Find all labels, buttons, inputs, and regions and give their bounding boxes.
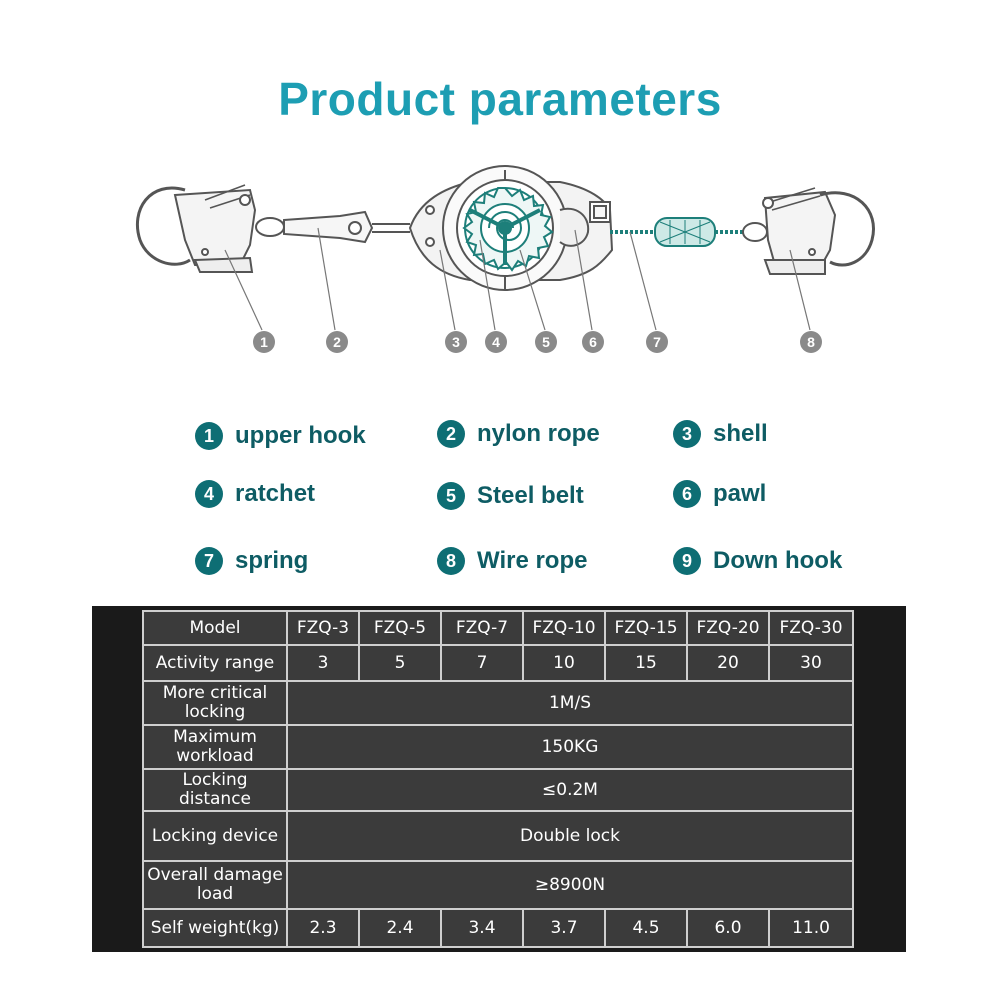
callout-3: 3: [445, 331, 467, 353]
legend-number: 7: [195, 547, 223, 575]
legend-number: 3: [673, 420, 701, 448]
row-label: Model: [142, 610, 288, 646]
legend-item: 9 Down hook: [673, 547, 842, 575]
row-label: More critical locking: [142, 680, 288, 726]
damage-value: ≥8900N: [286, 860, 854, 910]
range-cell: 15: [604, 644, 688, 682]
legend-item: 8 Wire rope: [437, 547, 587, 575]
callout-2: 2: [326, 331, 348, 353]
legend-item: 7 spring: [195, 547, 308, 575]
legend-label: ratchet: [235, 480, 316, 507]
fall-arrester-drawing: [135, 165, 875, 331]
weight-cell: 3.4: [440, 908, 524, 948]
legend-label: pawl: [713, 480, 767, 507]
model-cell: FZQ-20: [686, 610, 770, 646]
legend-number: 9: [673, 547, 701, 575]
model-cell: FZQ-15: [604, 610, 688, 646]
callout-8: 8: [800, 331, 822, 353]
weight-cell: 2.4: [358, 908, 442, 948]
callout-6: 6: [582, 331, 604, 353]
model-cell: FZQ-7: [440, 610, 524, 646]
table-row-range: Activity range 3 5 7 10 15 20 30: [142, 644, 854, 682]
row-label: Locking device: [142, 810, 288, 862]
table-row-speed: More critical locking 1M/S: [142, 680, 854, 726]
legend-number: 4: [195, 480, 223, 508]
range-cell: 7: [440, 644, 524, 682]
table-row-model: Model FZQ-3 FZQ-5 FZQ-7 FZQ-10 FZQ-15 FZ…: [142, 610, 854, 646]
spec-table: Model FZQ-3 FZQ-5 FZQ-7 FZQ-10 FZQ-15 FZ…: [142, 610, 854, 948]
table-row-distance: Locking distance ≤0.2M: [142, 768, 854, 812]
legend-item: 3 shell: [673, 420, 768, 448]
range-cell: 30: [768, 644, 854, 682]
down-hook-illustration: [742, 187, 875, 275]
model-cell: FZQ-10: [522, 610, 606, 646]
legend-label: spring: [235, 547, 309, 574]
steel-belt-illustration: [469, 203, 541, 265]
model-cell: FZQ-30: [768, 610, 854, 646]
legend-item: 2 nylon rope: [437, 420, 600, 448]
nylon-rope-illustration: [255, 210, 410, 244]
parts-legend: 1 upper hook 2 nylon rope 3 shell 4 ratc…: [0, 410, 1000, 590]
range-cell: 10: [522, 644, 606, 682]
workload-value: 150KG: [286, 724, 854, 770]
callout-4: 4: [485, 331, 507, 353]
range-cell: 3: [286, 644, 360, 682]
legend-item: 1 upper hook: [195, 422, 366, 450]
pawl-illustration: [559, 201, 611, 247]
leader-lines: [224, 227, 811, 331]
callout-1: 1: [253, 331, 275, 353]
distance-value: ≤0.2M: [286, 768, 854, 812]
legend-number: 8: [437, 547, 465, 575]
legend-number: 6: [673, 480, 701, 508]
speed-value: 1M/S: [286, 680, 854, 726]
legend-item: 5 Steel belt: [437, 482, 584, 510]
callout-7: 7: [646, 331, 668, 353]
wire-rope-illustration: [610, 217, 750, 247]
row-label: Locking distance: [142, 768, 288, 812]
model-cell: FZQ-5: [358, 610, 442, 646]
table-row-weight: Self weight(kg) 2.3 2.4 3.4 3.7 4.5 6.0 …: [142, 908, 854, 948]
weight-cell: 2.3: [286, 908, 360, 948]
page-title: Product parameters: [278, 73, 722, 125]
legend-label: nylon rope: [477, 420, 600, 447]
upper-hook-illustration: [135, 184, 257, 273]
device-value: Double lock: [286, 810, 854, 862]
weight-cell: 3.7: [522, 908, 606, 948]
weight-cell: 11.0: [768, 908, 854, 948]
legend-number: 5: [437, 482, 465, 510]
row-label: Maximum workload: [142, 724, 288, 770]
model-cell: FZQ-3: [286, 610, 360, 646]
legend-label: upper hook: [235, 422, 366, 449]
legend-label: Down hook: [713, 547, 843, 574]
legend-item: 4 ratchet: [195, 480, 315, 508]
legend-item: 6 pawl: [673, 480, 766, 508]
product-diagram: 1 2 3 4 5 6 7 8: [0, 140, 1000, 370]
legend-label: Steel belt: [477, 482, 584, 509]
table-row-workload: Maximum workload 150KG: [142, 724, 854, 770]
row-label: Self weight(kg): [142, 908, 288, 948]
range-cell: 5: [358, 644, 442, 682]
table-row-damage: Overall damage load ≥8900N: [142, 860, 854, 910]
callout-5: 5: [535, 331, 557, 353]
row-label: Overall damage load: [142, 860, 288, 910]
table-row-device: Locking device Double lock: [142, 810, 854, 862]
row-label: Activity range: [142, 644, 288, 682]
legend-number: 2: [437, 420, 465, 448]
legend-number: 1: [195, 422, 223, 450]
legend-label: Wire rope: [477, 547, 588, 574]
weight-cell: 4.5: [604, 908, 688, 948]
legend-label: shell: [713, 420, 768, 447]
spec-panel: Model FZQ-3 FZQ-5 FZQ-7 FZQ-10 FZQ-15 FZ…: [92, 606, 906, 952]
range-cell: 20: [686, 644, 770, 682]
weight-cell: 6.0: [686, 908, 770, 948]
